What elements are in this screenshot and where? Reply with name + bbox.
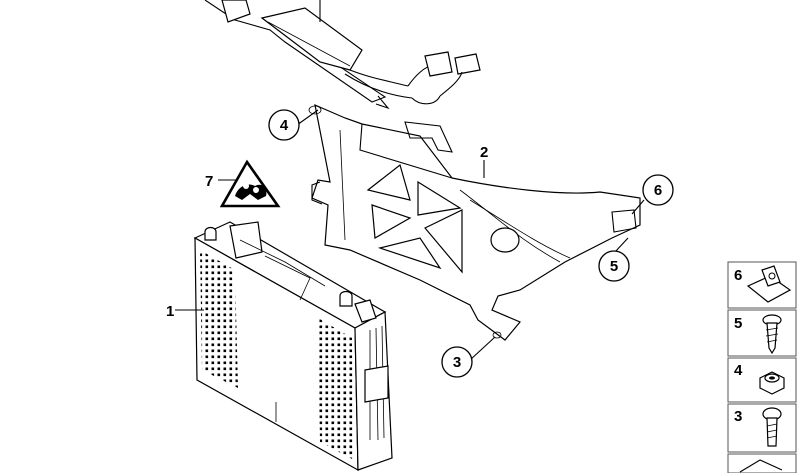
callout-5-label: 5 bbox=[610, 258, 618, 275]
legend-item-5: 5 bbox=[727, 309, 797, 357]
legend: 6 5 4 bbox=[727, 261, 797, 473]
legend-item-5-label: 5 bbox=[734, 315, 742, 332]
callout-3-label: 3 bbox=[453, 354, 461, 371]
cable-harness bbox=[204, 0, 481, 110]
legend-item-3-label: 3 bbox=[734, 408, 742, 425]
screw-icon bbox=[762, 314, 782, 355]
mounting-bracket bbox=[308, 103, 641, 341]
legend-item-4-label: 4 bbox=[734, 362, 743, 379]
hex-nut-icon bbox=[759, 371, 785, 395]
callout-1-label: 1 bbox=[166, 303, 174, 320]
callout-2-label: 2 bbox=[480, 144, 488, 161]
callout-2: 2 bbox=[480, 144, 488, 161]
warning-label bbox=[219, 159, 281, 208]
leader-lines bbox=[175, 109, 645, 361]
legend-item-6-label: 6 bbox=[734, 267, 742, 284]
bolt-icon bbox=[762, 407, 782, 447]
control-unit bbox=[193, 221, 393, 472]
callout-4: 4 bbox=[268, 109, 300, 141]
callout-5: 5 bbox=[598, 250, 630, 282]
callout-7-label: 7 bbox=[205, 173, 213, 190]
legend-item-4: 4 bbox=[727, 357, 797, 403]
legend-item-3: 3 bbox=[727, 403, 797, 453]
callout-6: 6 bbox=[642, 174, 674, 206]
callout-1: 1 bbox=[166, 303, 174, 320]
callout-4-label: 4 bbox=[280, 117, 289, 134]
legend-item-cropped bbox=[727, 453, 797, 473]
legend-item-6: 6 bbox=[727, 261, 797, 309]
clip-nut-icon bbox=[746, 265, 792, 303]
callout-7: 7 bbox=[205, 173, 213, 190]
callout-3: 3 bbox=[441, 346, 473, 378]
callout-6-label: 6 bbox=[654, 182, 662, 199]
